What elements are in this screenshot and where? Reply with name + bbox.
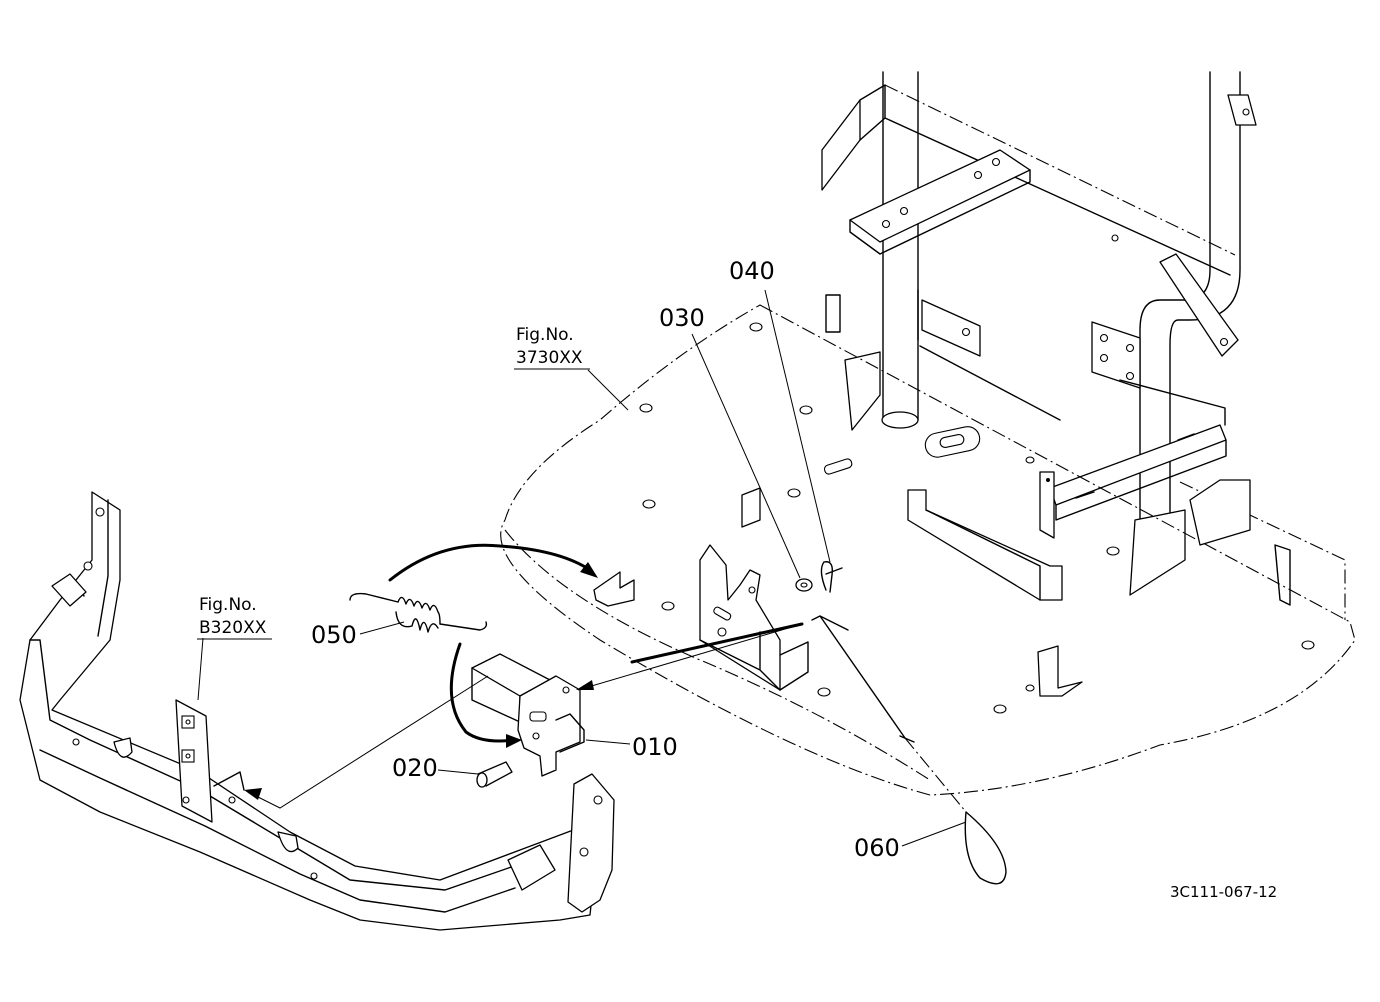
drawing-code: 3C111-067-12 bbox=[1170, 883, 1277, 901]
callout-020: 020 bbox=[392, 754, 438, 782]
callout-060: 060 bbox=[854, 834, 900, 862]
part-010-latch-plate bbox=[471, 653, 585, 777]
part-020-bolt bbox=[476, 761, 513, 788]
fig-ref-number: 3730XX bbox=[516, 348, 583, 368]
fig-ref-number: B320XX bbox=[199, 618, 267, 638]
part-060-rod bbox=[811, 615, 1007, 885]
assembly-arrows bbox=[197, 289, 967, 847]
fig-ref-label: Fig.No. bbox=[199, 595, 257, 615]
fig-ref-label: Fig.No. bbox=[516, 325, 574, 345]
part-030-washer bbox=[795, 578, 813, 592]
figure-ref-b320xx: Fig.No. B320XX bbox=[197, 595, 272, 640]
callout-050: 050 bbox=[311, 621, 357, 649]
callout-030: 030 bbox=[659, 304, 705, 332]
seat-frame bbox=[821, 71, 1257, 596]
part-050-spring bbox=[349, 592, 488, 633]
callout-010: 010 bbox=[632, 733, 678, 761]
figure-ref-3730xx: Fig.No. 3730XX bbox=[514, 325, 590, 370]
callout-040: 040 bbox=[729, 257, 775, 285]
front-guard bbox=[19, 491, 615, 931]
floor-plate bbox=[500, 304, 1356, 796]
part-040-snap-pin bbox=[820, 561, 843, 593]
